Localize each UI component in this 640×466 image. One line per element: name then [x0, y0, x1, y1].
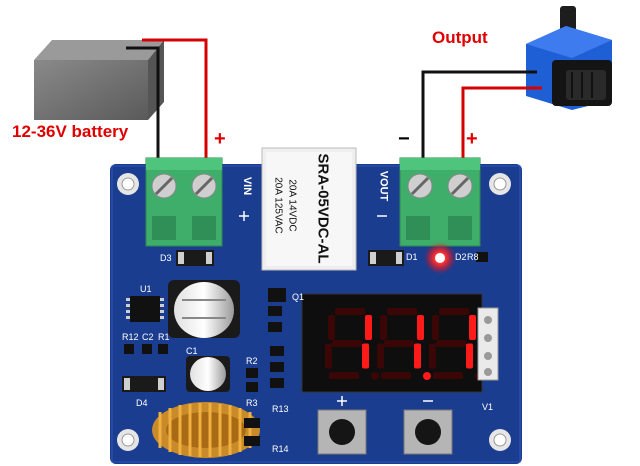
diode-d3 [176, 250, 214, 266]
capacitor-small [186, 356, 230, 392]
relay-model: SRA-05VDC-AL [314, 153, 332, 264]
water-pump [526, 6, 612, 110]
display-segment [429, 343, 436, 369]
silk-vout: VOUT [377, 170, 390, 202]
silk-d3: D3 [160, 253, 172, 263]
relay-rating-2: 20A 125VAC [272, 177, 284, 234]
battery-label: 12-36V battery [12, 122, 129, 141]
display-segment [325, 343, 332, 369]
silk-u1: U1 [140, 284, 152, 294]
inductor-coil [152, 402, 260, 458]
display-segment [433, 372, 463, 379]
display-segment [365, 315, 372, 340]
button-silk-marks [337, 396, 433, 406]
button-minus [403, 409, 453, 455]
display-segment [377, 343, 384, 369]
seven-segment-display [301, 293, 483, 393]
silk-c1: C1 [186, 346, 198, 356]
display-segment [439, 308, 469, 315]
display-segment [381, 372, 411, 379]
header-pins [477, 307, 499, 381]
display-segment [414, 343, 421, 369]
diode-d1 [368, 250, 404, 266]
silk-r1: R1 [158, 332, 170, 342]
input-terminal [145, 157, 223, 247]
terminal-silk-marks [239, 211, 387, 221]
status-led [424, 242, 456, 274]
silk-vin: VIN [241, 176, 254, 196]
display-segment [328, 315, 335, 340]
display-segment [417, 315, 424, 340]
display-segment [436, 340, 466, 347]
silk-c2: C2 [142, 332, 154, 342]
output-minus-label: − [398, 128, 410, 150]
display-segment [362, 343, 369, 369]
display-decimal-point [371, 372, 379, 380]
relay [261, 147, 357, 271]
silk-r14: R14 [272, 444, 289, 454]
display-digits [325, 308, 483, 380]
relay-rating-1: 20A 14VDC [286, 179, 298, 232]
output-plus-label: + [466, 128, 478, 150]
output-wires [421, 70, 542, 160]
silk-r12: R12 [122, 332, 139, 342]
display-segment [432, 315, 439, 340]
smd-components [124, 252, 488, 446]
display-segment [380, 315, 387, 340]
silk-d1: D1 [406, 252, 418, 262]
silk-d4: D4 [136, 398, 148, 408]
display-segment [329, 372, 359, 379]
output-label: Output [432, 28, 488, 47]
display-segment [384, 340, 414, 347]
output-terminal [399, 157, 481, 247]
silk-r13: R13 [272, 404, 289, 414]
silk-r3: R3 [246, 398, 258, 408]
battery [34, 40, 164, 120]
display-segment [332, 340, 362, 347]
diode-d4 [122, 376, 166, 392]
capacitor-large [168, 280, 240, 338]
display-segment [469, 315, 476, 340]
display-segment [387, 308, 417, 315]
ic-u1 [126, 296, 164, 322]
display-segment [466, 343, 473, 369]
silk-r2: R2 [246, 356, 258, 366]
input-plus-label: + [214, 128, 226, 150]
battery-wires [126, 38, 208, 160]
silk-q1: Q1 [292, 292, 305, 302]
silk-v1: V1 [482, 402, 494, 412]
button-plus [317, 409, 367, 455]
display-segment [335, 308, 365, 315]
silk-r8: R8 [467, 252, 479, 262]
silk-d2: D2 [455, 252, 467, 262]
display-decimal-point [423, 372, 431, 380]
transistor-q1 [268, 288, 286, 302]
